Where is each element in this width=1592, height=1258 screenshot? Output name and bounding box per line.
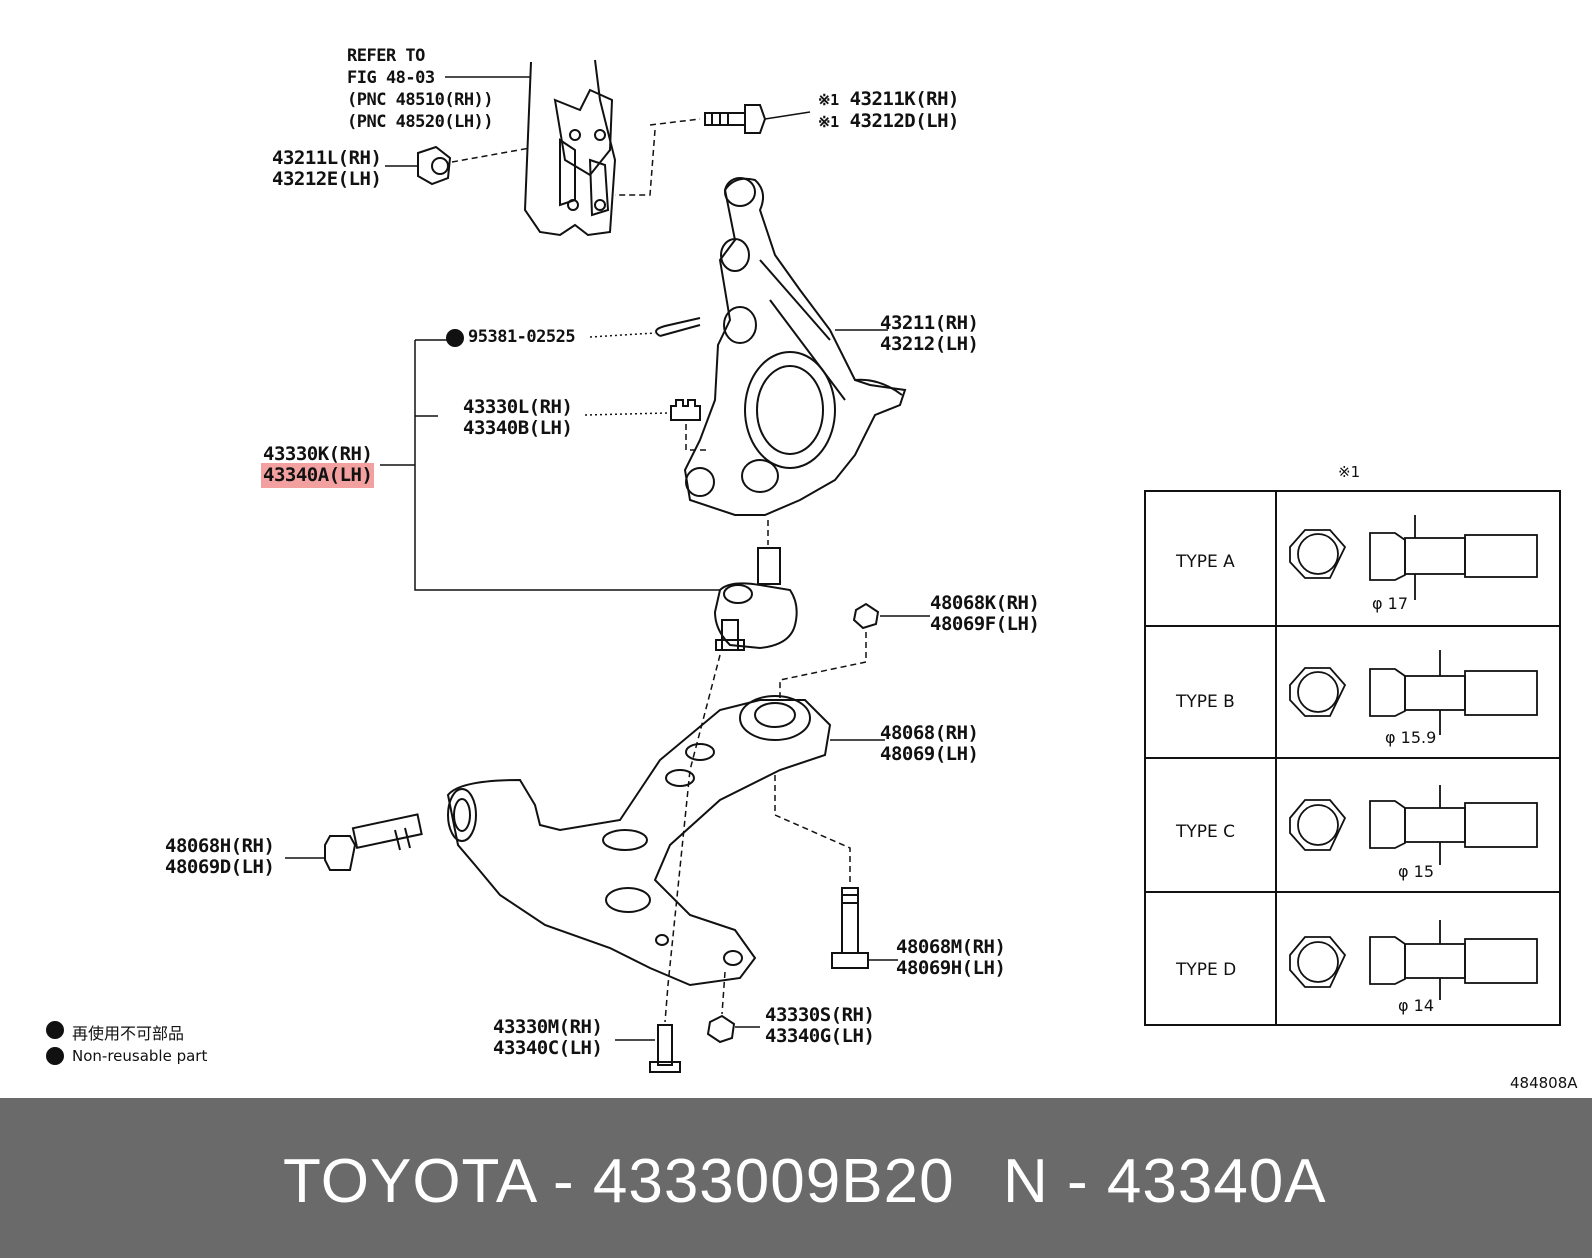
- type-a-bolt-drawing: [1289, 515, 1538, 600]
- part-43212D: 43212D(LH): [849, 110, 960, 132]
- part-43340B: 43340B(LH): [463, 417, 573, 439]
- part-43211L: 43211L(RH): [272, 147, 382, 169]
- part-48069: 48069(LH): [880, 743, 979, 765]
- cotter-pin-dot: [446, 329, 464, 347]
- ball-joint-bolt-drawing: [649, 1024, 681, 1073]
- upper-bolt-drawing: [704, 104, 767, 134]
- refer-line-1: REFER TO: [347, 46, 425, 66]
- part-48069F: 48069F(LH): [930, 613, 1040, 635]
- lower-arm-label[interactable]: 48068(RH) 48069(LH): [880, 722, 979, 765]
- type-b-label: TYPE B: [1176, 692, 1235, 712]
- ball-joint-bolt-label[interactable]: 43330M(RH) 43340C(LH): [493, 1016, 603, 1059]
- part-43330K: 43330K(RH): [263, 443, 373, 465]
- figure-code: 484808A: [1510, 1074, 1578, 1092]
- front-bolt-label[interactable]: 48068H(RH) 48069D(LH): [165, 835, 275, 878]
- type-a-diameter: φ 17: [1372, 594, 1408, 613]
- part-43330L: 43330L(RH): [463, 396, 573, 418]
- upper-nut-drawing: [417, 145, 452, 186]
- legend-en: Non-reusable part: [72, 1047, 208, 1065]
- caption-diagram-ref: N - 43340A: [1003, 1147, 1327, 1216]
- part-43340G: 43340G(LH): [765, 1025, 875, 1047]
- type-c-diameter: φ 15: [1398, 862, 1434, 881]
- part-48069H: 48069H(LH): [896, 957, 1006, 979]
- diagram-drawing: [46, 59, 1561, 1073]
- caption-part-number: TOYOTA - 4333009B20: [283, 1147, 955, 1216]
- legend-jp: 再使用不可部品: [72, 1024, 185, 1043]
- top-bolt-label[interactable]: ※1 43211K(RH) ※1 43212D(LH): [818, 89, 959, 133]
- top-nut-label[interactable]: 43211L(RH) 43212E(LH): [272, 147, 382, 190]
- parts-diagram: REFER TO FIG 48-03 (PNC 48510(RH)) (PNC …: [46, 45, 1578, 1092]
- ball-joint-label[interactable]: 43330K(RH) 43340A(LH): [260, 443, 375, 488]
- ball-joint-nut-drawing: [706, 1014, 736, 1044]
- mark-1: ※1: [818, 91, 839, 109]
- part-43211: 43211(RH): [880, 312, 979, 334]
- type-d-label: TYPE D: [1176, 960, 1237, 980]
- refer-line-4: (PNC 48520(LH)): [347, 112, 494, 132]
- steering-knuckle-drawing: [683, 177, 907, 516]
- front-bolt-drawing: [324, 813, 423, 871]
- type-b-diameter: φ 15.9: [1385, 728, 1437, 747]
- types-header: ※1: [1338, 463, 1361, 481]
- part-43330M: 43330M(RH): [493, 1016, 603, 1038]
- ball-joint-nut-label[interactable]: 43330S(RH) 43340G(LH): [765, 1004, 875, 1047]
- arm-nut-label[interactable]: 48068K(RH) 48069F(LH): [930, 592, 1040, 635]
- part-48068H: 48068H(RH): [165, 835, 275, 857]
- rear-bolt-drawing: [831, 887, 869, 969]
- type-d-diameter: φ 14: [1398, 996, 1434, 1015]
- arm-nut-drawing: [852, 602, 880, 630]
- part-43212: 43212(LH): [880, 333, 979, 355]
- type-c-bolt-drawing: [1289, 785, 1538, 865]
- part-43330S: 43330S(RH): [765, 1004, 875, 1026]
- castle-nut-label[interactable]: 43330L(RH) 43340B(LH): [463, 396, 573, 439]
- legend-dot-1: [46, 1021, 64, 1039]
- part-48068M: 48068M(RH): [896, 936, 1006, 958]
- strut-bracket-drawing: [523, 59, 617, 237]
- knuckle-label[interactable]: 43211(RH) 43212(LH): [880, 312, 979, 355]
- part-43340C: 43340C(LH): [493, 1037, 603, 1059]
- cotter-pin-drawing: [655, 317, 701, 337]
- bolt-types-table: [1144, 490, 1561, 1026]
- part-43212E: 43212E(LH): [272, 168, 382, 190]
- ball-joint-drawing: [713, 547, 798, 651]
- type-d-bolt-drawing: [1289, 920, 1538, 1000]
- part-48068K: 48068K(RH): [930, 592, 1040, 614]
- mark-1-lh: ※1: [818, 113, 839, 131]
- type-b-bolt-drawing: [1289, 650, 1538, 735]
- type-a-label: TYPE A: [1176, 552, 1235, 572]
- refer-note: REFER TO FIG 48-03 (PNC 48510(RH)) (PNC …: [347, 45, 494, 133]
- rear-bolt-label[interactable]: 48068M(RH) 48069H(LH): [896, 936, 1006, 979]
- part-43211K: 43211K(RH): [849, 88, 960, 110]
- part-48068: 48068(RH): [880, 722, 979, 744]
- part-95381-02525[interactable]: 95381-02525: [468, 327, 576, 347]
- part-43340A-highlighted: 43340A(LH): [260, 463, 375, 488]
- refer-line-2: FIG 48-03: [347, 68, 435, 88]
- legend-dot-2: [46, 1047, 64, 1065]
- refer-line-3: (PNC 48510(RH)): [347, 90, 494, 110]
- type-c-label: TYPE C: [1176, 822, 1236, 842]
- lower-arm-drawing: [446, 695, 832, 987]
- part-48069D: 48069D(LH): [165, 856, 275, 878]
- caption-bar: TOYOTA - 4333009B20 N - 43340A: [0, 1098, 1592, 1258]
- castle-nut-drawing: [670, 399, 701, 421]
